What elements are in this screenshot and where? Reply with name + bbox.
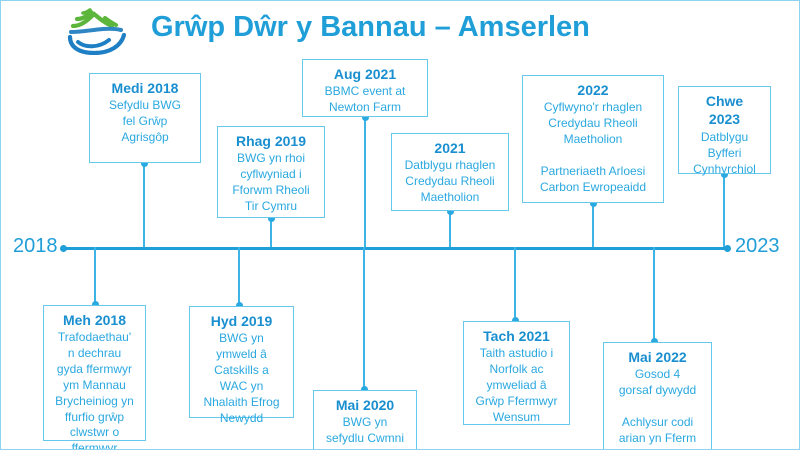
axis-start-year: 2018 <box>13 235 58 257</box>
event-stem-dot-aug-2021 <box>361 114 369 121</box>
event-date: Hyd 2019 <box>210 313 273 329</box>
event-stem-medi-2018 <box>143 163 145 247</box>
event-stem-meh-2018 <box>94 247 96 305</box>
event-date: Tach 2021 <box>483 328 550 344</box>
event-stem-2021 <box>449 211 451 247</box>
event-description: Datblygu rhaglen Credydau Rheoli Maethol… <box>404 158 496 205</box>
timeline-axis <box>63 247 728 250</box>
event-stem-dot-2022 <box>589 200 597 207</box>
header: Grŵp Dŵr y Bannau – Amserlen <box>1 1 799 59</box>
event-description: BWG yn sefydlu Cwmni Buddiant Cymunedol <box>325 415 405 449</box>
event-description: Datblygu Byfferi Cynhyrchiol <box>693 129 756 176</box>
event-date: Aug 2021 <box>333 66 397 82</box>
event-stem-dot-rhag-2019 <box>267 215 275 222</box>
page-title: Grŵp Dŵr y Bannau – Amserlen <box>151 11 590 43</box>
axis-start-dot <box>60 245 67 252</box>
event-description: Sefydlu BWG fel Grŵp Agrisgôp <box>108 98 182 145</box>
event-description: BBMC event at Newton Farm <box>324 84 406 115</box>
event-date: Rhag 2019 <box>235 133 307 149</box>
axis-end-year: 2023 <box>735 235 780 257</box>
event-stem-chwe-2023 <box>723 174 725 247</box>
event-description: BWG yn rhoi cyflwyniad i Fforwm Rheoli T… <box>232 151 310 213</box>
event-stem-dot-tach-2021 <box>511 317 519 324</box>
event-stem-rhag-2019 <box>270 218 272 247</box>
event-stem-dot-mai-2022 <box>650 338 658 345</box>
event-date: 2021 <box>434 140 466 156</box>
event-description: Cyflwyno'r rhaglen Credydau Rheoli Maeth… <box>539 100 647 194</box>
event-description: Taith astudio i Norfolk ac ymweliad â Gr… <box>475 346 558 424</box>
event-stem-dot-medi-2018 <box>140 160 148 167</box>
event-stem-hyd-2019 <box>238 247 240 306</box>
event-stem-tach-2021 <box>514 247 516 321</box>
event-date: Mai 2022 <box>628 349 687 365</box>
event-stem-dot-mai-2020 <box>360 386 368 393</box>
event-description: BWG yn ymweld â Catskills a WAC yn Nhala… <box>203 331 280 425</box>
event-stem-mai-2020 <box>363 247 365 390</box>
event-date: Chwe 2023 <box>705 93 744 128</box>
event-stem-dot-2021 <box>446 208 454 215</box>
event-date: 2022 <box>577 82 609 98</box>
event-stem-aug-2021 <box>364 117 366 247</box>
event-stem-dot-chwe-2023 <box>720 171 728 178</box>
event-stem-dot-hyd-2019 <box>235 302 243 309</box>
event-description: Gosod 4 gorsaf dywydd Achlysur codi aria… <box>618 367 697 449</box>
grwp-dwr-y-bannau-logo <box>63 7 135 56</box>
axis-end-dot <box>724 245 731 252</box>
event-date: Mai 2020 <box>335 397 395 413</box>
event-stem-2022 <box>592 203 594 247</box>
event-description: Trafodaethau' n dechrau gyda ffermwyr ym… <box>55 330 134 450</box>
event-date: Meh 2018 <box>62 312 127 328</box>
event-stem-dot-meh-2018 <box>91 301 99 308</box>
event-stem-mai-2022 <box>653 247 655 342</box>
event-date: Medi 2018 <box>111 80 179 96</box>
